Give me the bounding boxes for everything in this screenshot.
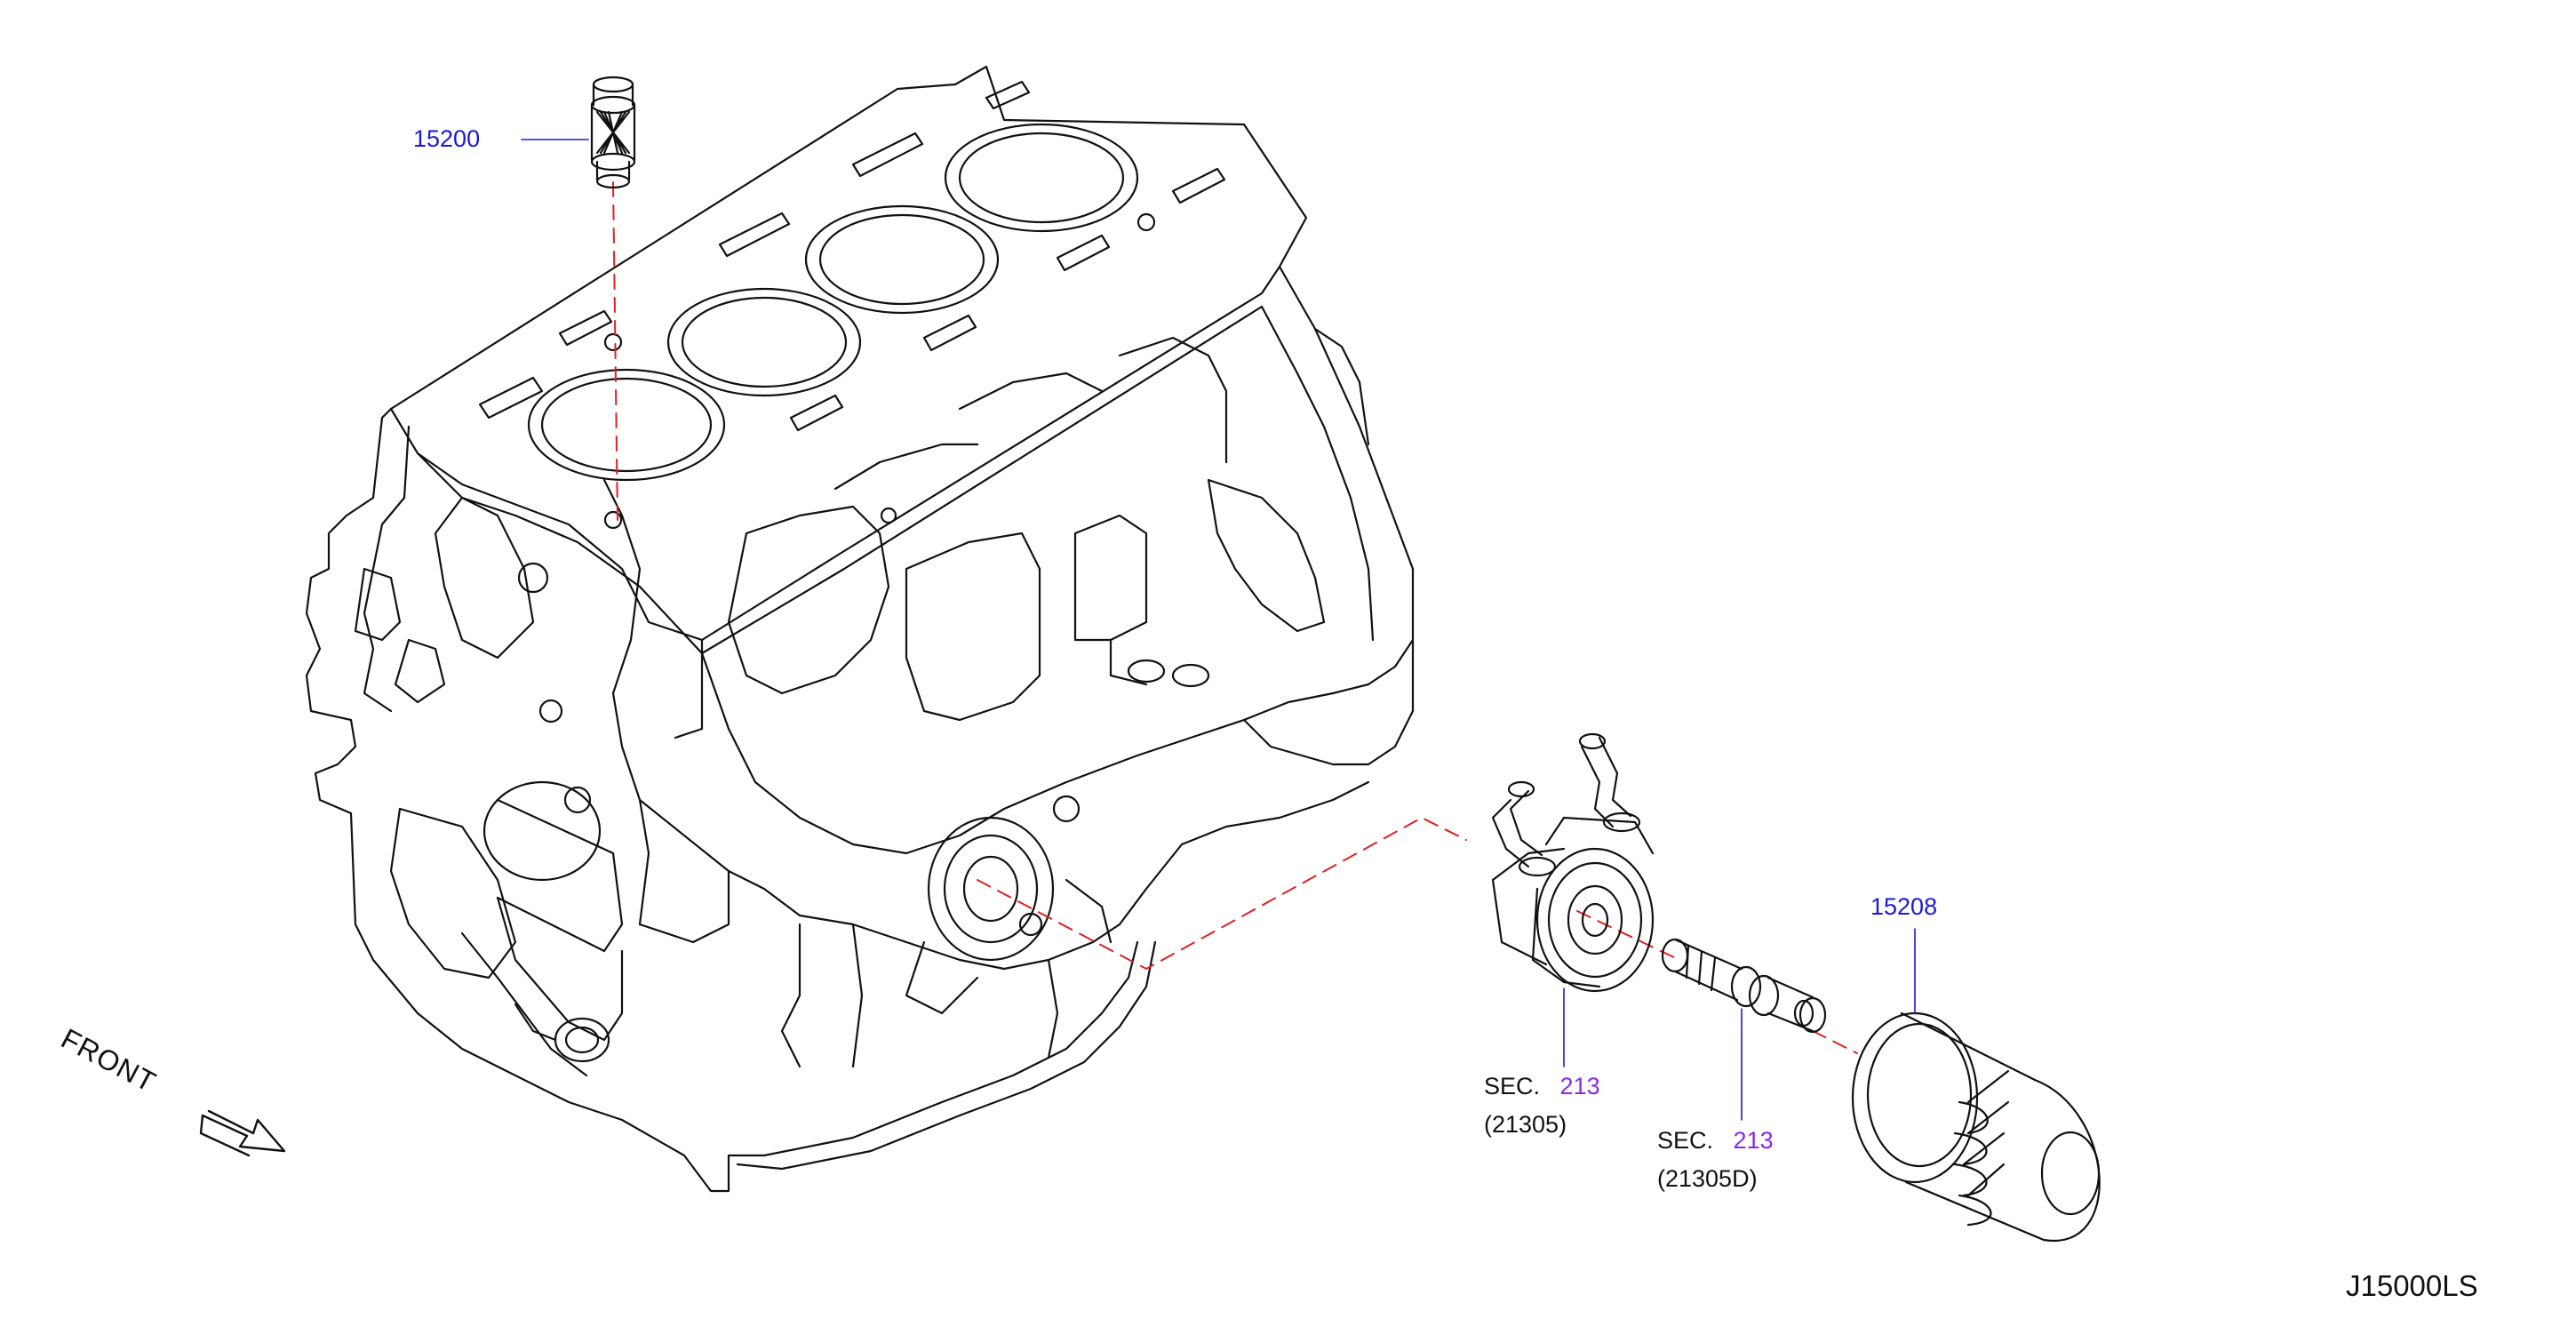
part-number-15208[interactable]: 15208 (1870, 893, 1938, 920)
filter-leader-dashed (1812, 1030, 1858, 1054)
strainer-leader-dashed (612, 181, 618, 521)
cooler-leader-dashed (977, 817, 1467, 970)
cooler-sec-prefix: SEC. (1484, 1073, 1541, 1099)
cooler-sub-number: (21305) (1484, 1111, 1567, 1138)
connector-bolt (1661, 938, 1827, 1034)
bolt-section-ref: SEC. 213 (1657, 1127, 1774, 1154)
bolt-sec-prefix: SEC. (1657, 1127, 1714, 1154)
oil-strainer (590, 76, 636, 189)
part-number-15200[interactable]: 15200 (413, 125, 481, 152)
cooler-sec-number[interactable]: 213 (1559, 1073, 1600, 1099)
bolt-sec-number[interactable]: 213 (1733, 1127, 1774, 1154)
front-arrow-icon (199, 1109, 286, 1157)
oil-cooler (1491, 732, 1655, 993)
oil-filter (1851, 1011, 2101, 1243)
cylinder-block (305, 65, 1415, 1193)
cooler-section-ref: SEC. 213 (1484, 1073, 1600, 1099)
dashed-leader-lines (612, 181, 1858, 1054)
bolt-sub-number: (21305D) (1657, 1165, 1758, 1192)
diagram-code: J15000LS (2346, 1269, 2478, 1302)
